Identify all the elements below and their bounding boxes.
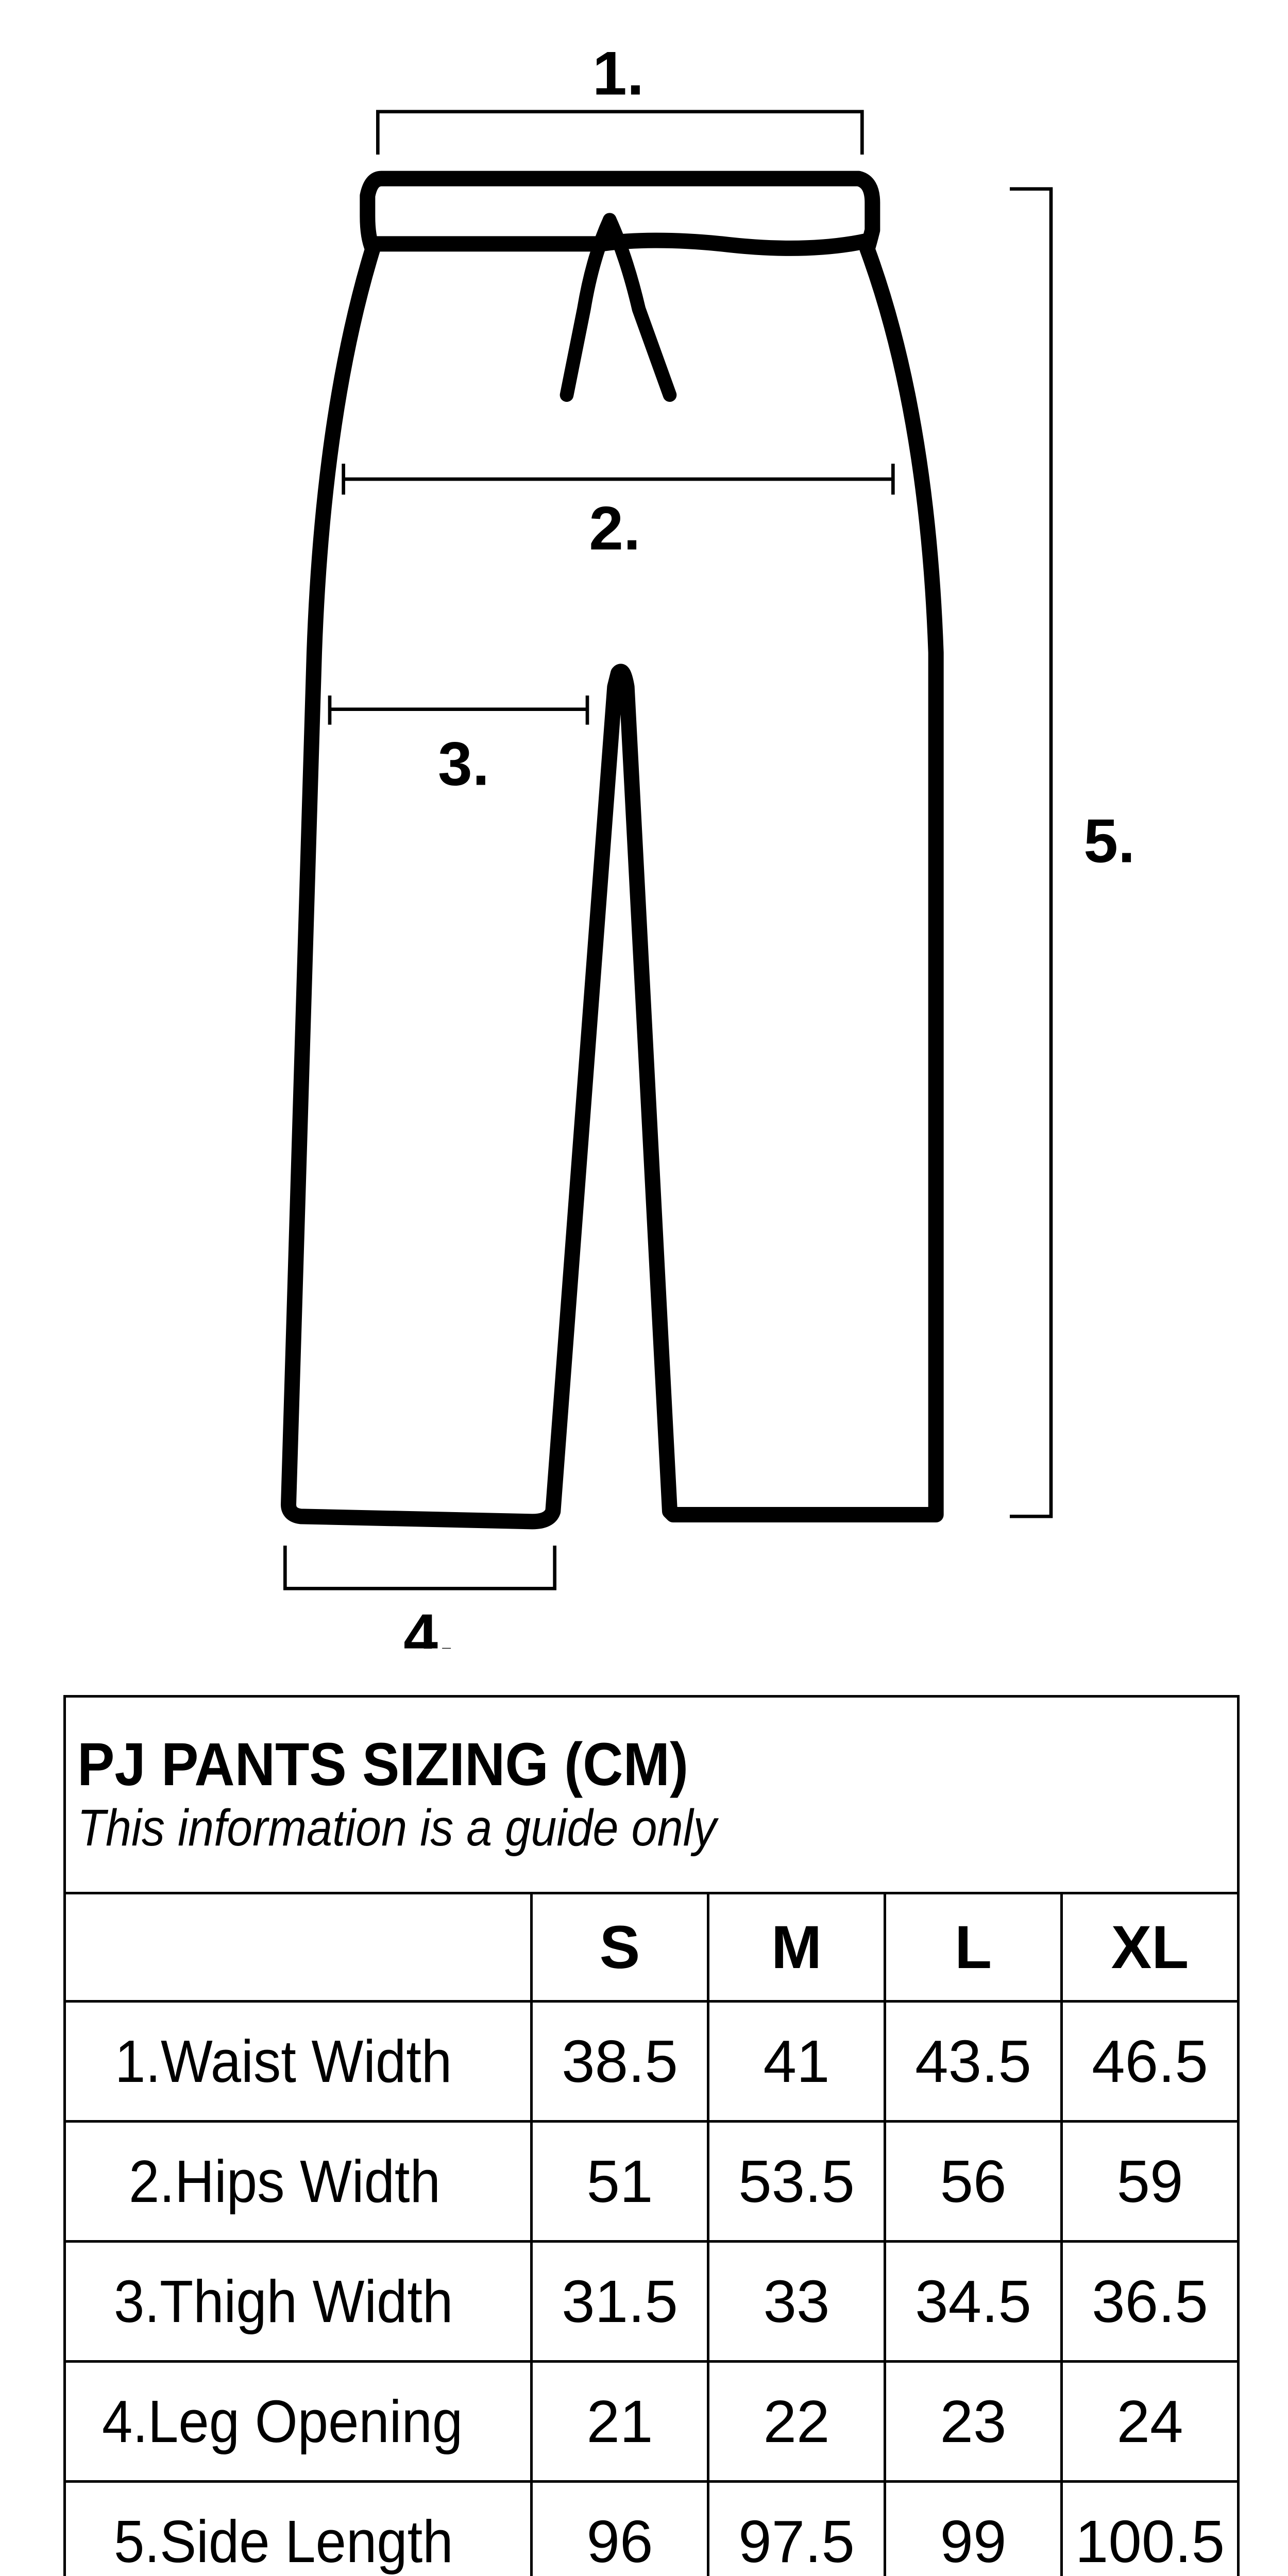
side-length-dimension-bracket: [1010, 187, 1053, 1518]
leg-opening-dimension-label: 4.: [403, 1602, 455, 1649]
thigh-dimension-line: [328, 696, 589, 725]
size-chart-table: PJ PANTS SIZING (CM) This information is…: [63, 1695, 1240, 2576]
cell-l: 23: [884, 2360, 1063, 2483]
cell-s: 31.5: [530, 2240, 709, 2363]
table-row-hips-width: 2.Hips Width 51 53.5 56 59: [63, 2120, 1240, 2243]
cell-xl: 100.5: [1060, 2480, 1240, 2576]
row-label: 4.Leg Opening: [63, 2360, 533, 2483]
cell-m: 22: [707, 2360, 886, 2483]
table-row-leg-opening: 4.Leg Opening 21 22 23 24: [63, 2360, 1240, 2483]
hips-dimension-label: 2.: [589, 494, 640, 563]
cell-xl: 24: [1060, 2360, 1240, 2483]
table-row-waist-width: 1.Waist Width 38.5 41 43.5 46.5: [63, 2000, 1240, 2123]
cell-l: 34.5: [884, 2240, 1063, 2363]
table-subtitle: This information is a guide only: [77, 1799, 717, 1857]
header-size-m: M: [707, 1892, 886, 2003]
header-size-xl: XL: [1060, 1892, 1240, 2003]
row-label: 1.Waist Width: [63, 2000, 533, 2123]
side-length-dimension-label: 5.: [1083, 806, 1135, 875]
leg-opening-dimension-bracket: [283, 1546, 556, 1590]
header-size-l: L: [884, 1892, 1063, 2003]
cell-m: 53.5: [707, 2120, 886, 2243]
hips-dimension-line: [342, 464, 895, 495]
header-blank: [63, 1892, 533, 2003]
row-label: 2.Hips Width: [63, 2120, 533, 2243]
pants-outline: [281, 171, 944, 1530]
cell-m: 97.5: [707, 2480, 886, 2576]
cell-l: 56: [884, 2120, 1063, 2243]
drawstring-right: [603, 213, 677, 402]
cell-l: 99: [884, 2480, 1063, 2576]
header-size-s: S: [530, 1892, 709, 2003]
thigh-dimension-label: 3.: [438, 729, 489, 798]
table-row-thigh-width: 3.Thigh Width 31.5 33 34.5 36.5: [63, 2240, 1240, 2363]
row-label: 3.Thigh Width: [63, 2240, 533, 2363]
cell-xl: 36.5: [1060, 2240, 1240, 2363]
cell-s: 96: [530, 2480, 709, 2576]
cell-m: 33: [707, 2240, 886, 2363]
waistband-seam: [365, 232, 877, 256]
drawstring-left: [560, 213, 617, 402]
table-title-cell: PJ PANTS SIZING (CM) This information is…: [63, 1695, 1240, 1894]
pants-measurement-diagram: 1. 2. 3. 4. 5.: [281, 39, 1135, 1649]
table-row-side-length: 5.Side Length 96 97.5 99 100.5: [63, 2480, 1240, 2576]
waist-dimension-bracket: [376, 110, 864, 155]
cell-s: 38.5: [530, 2000, 709, 2123]
cell-l: 43.5: [884, 2000, 1063, 2123]
table-title: PJ PANTS SIZING (CM): [77, 1731, 689, 1799]
cell-s: 51: [530, 2120, 709, 2243]
cell-m: 41: [707, 2000, 886, 2123]
size-header-row: S M L XL: [63, 1892, 1240, 2003]
cell-s: 21: [530, 2360, 709, 2483]
waist-dimension-label: 1.: [592, 39, 644, 108]
row-label: 5.Side Length: [63, 2480, 533, 2576]
cell-xl: 59: [1060, 2120, 1240, 2243]
cell-xl: 46.5: [1060, 2000, 1240, 2123]
